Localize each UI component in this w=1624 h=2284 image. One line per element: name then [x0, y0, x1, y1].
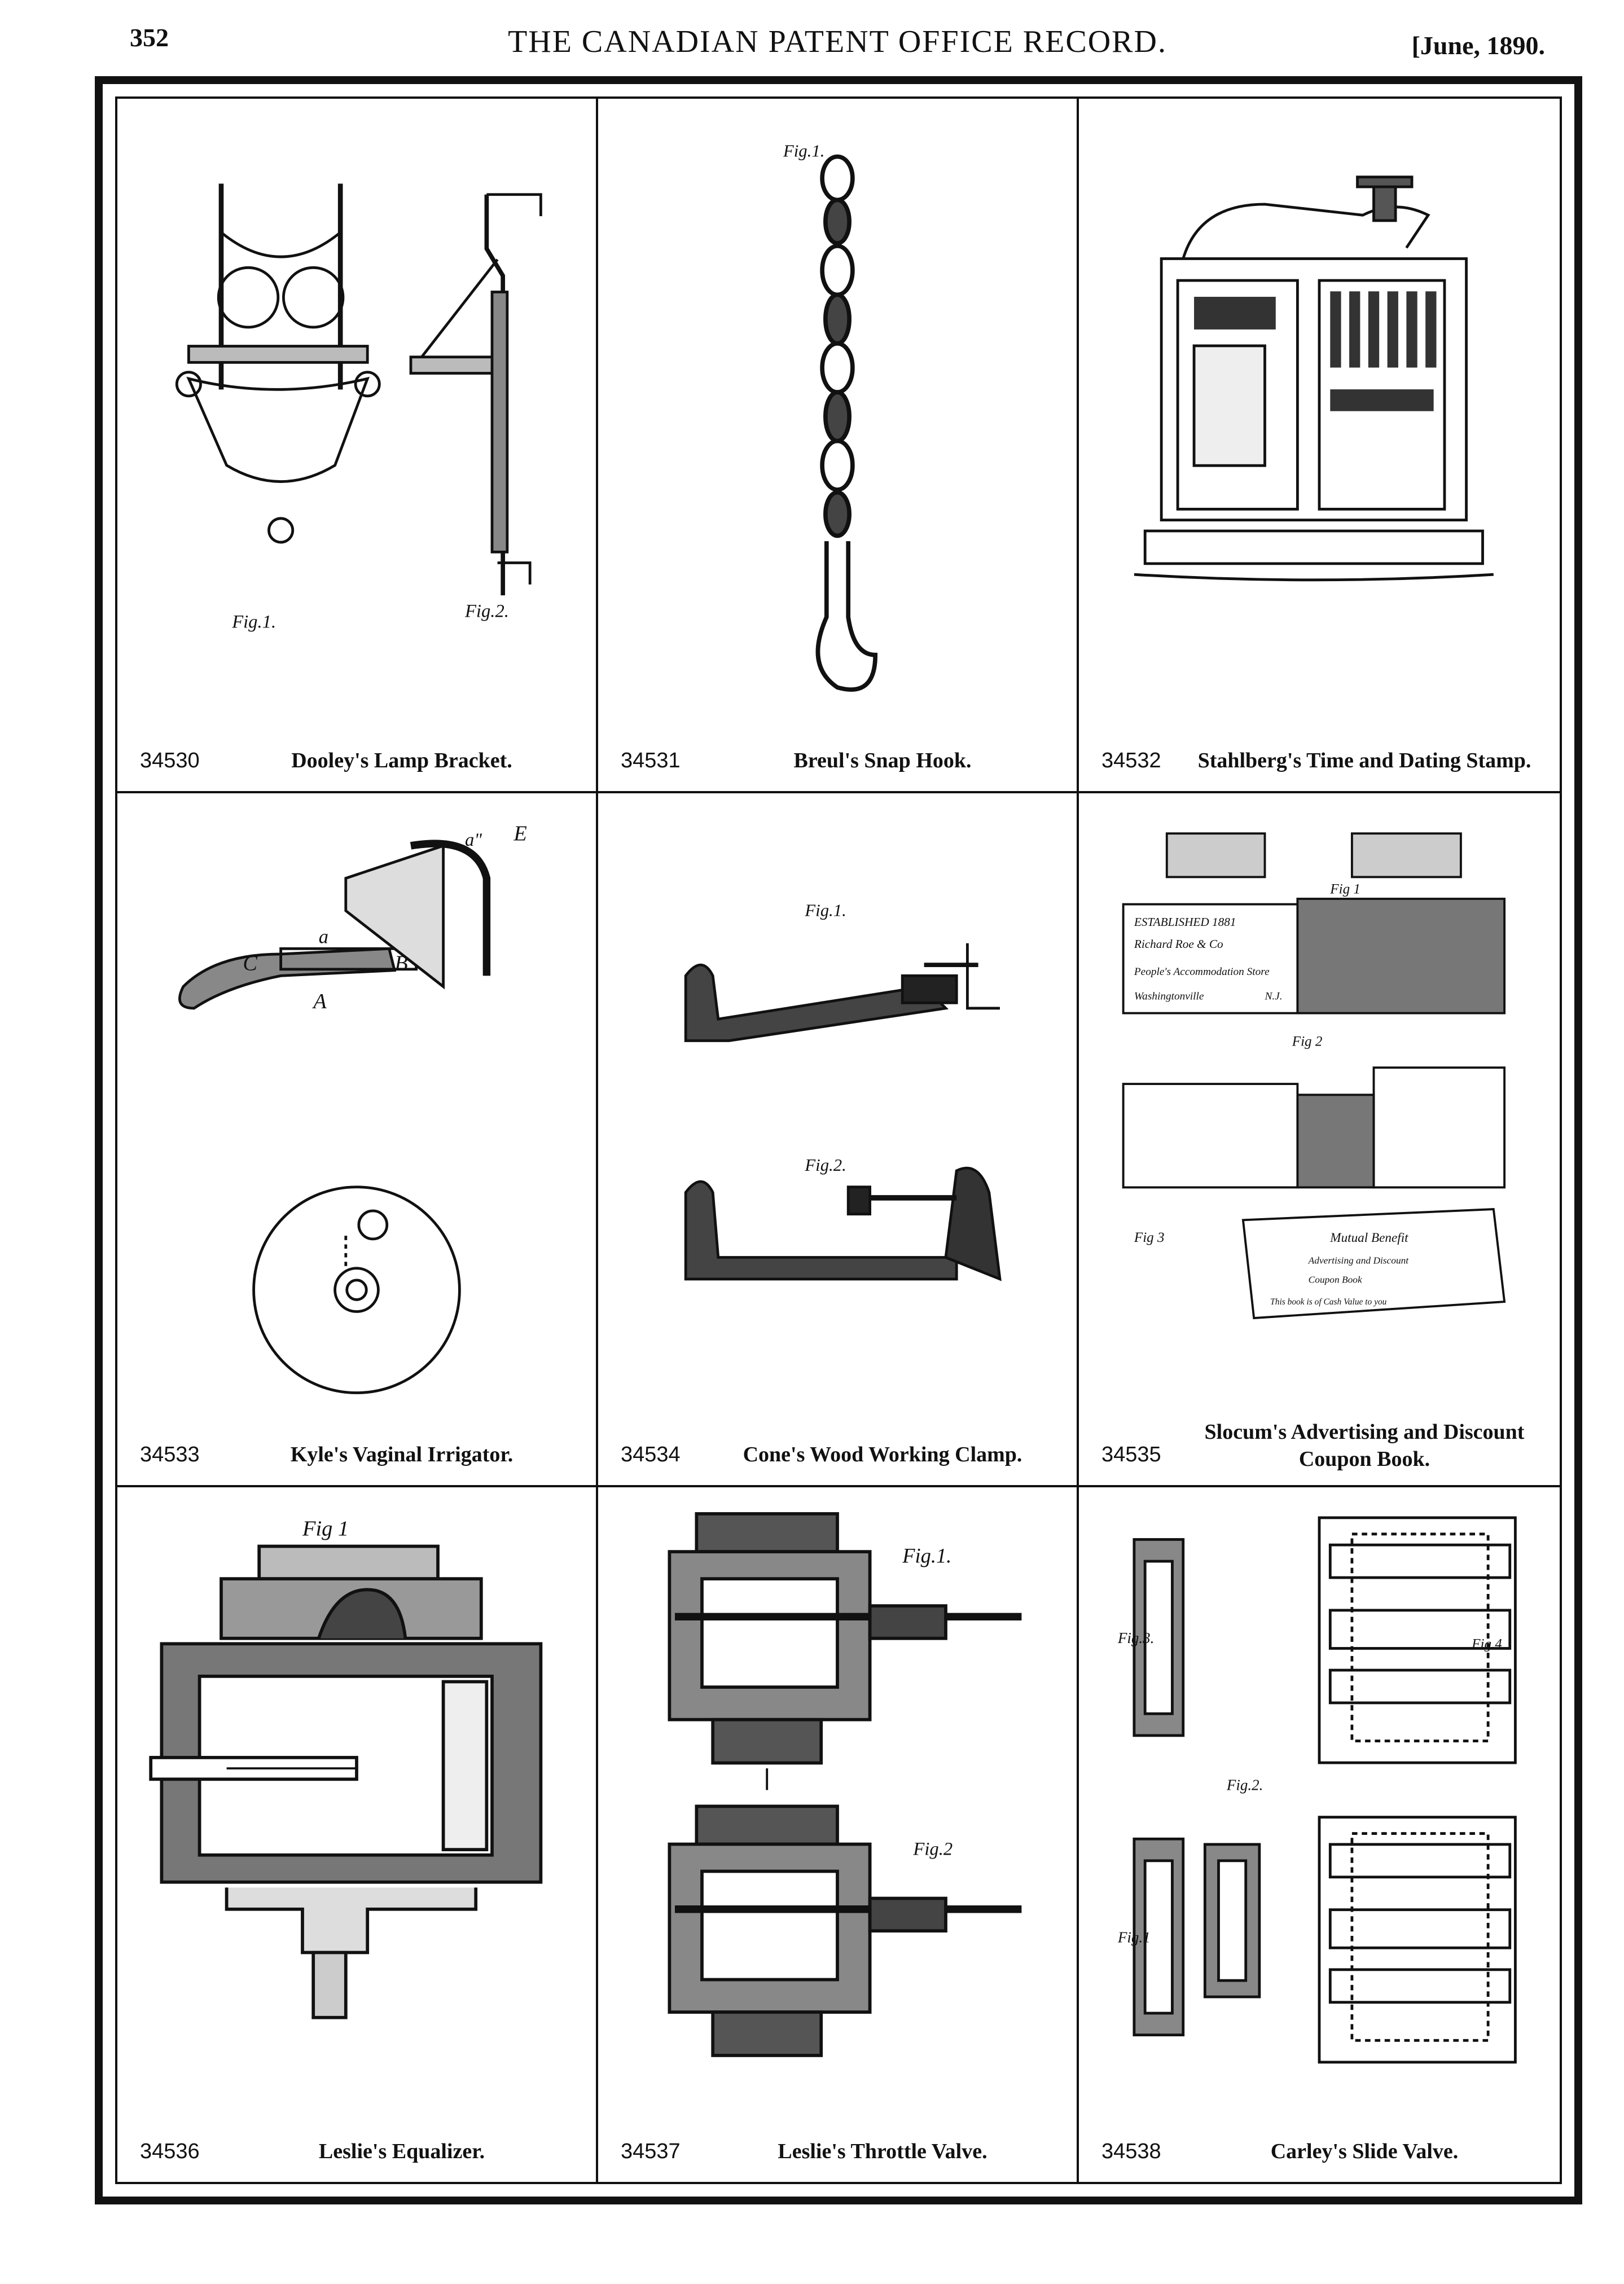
patent-title: Cone's Wood Working Clamp. — [743, 1443, 1022, 1467]
patent-number: 34534 — [621, 1443, 681, 1467]
fig-label: B — [394, 951, 407, 975]
fig-label: Fig.1 — [1117, 1929, 1151, 1946]
patent-title: Dooley's Lamp Bracket. — [291, 748, 512, 772]
patent-caption: 34531 Breul's Snap Hook. — [621, 728, 1060, 779]
plate-frame: Fig.1. Fig.2. 34530 Dooley's Lamp Bracke… — [95, 76, 1582, 2204]
fig-label: E — [513, 822, 526, 845]
patent-number: 34531 — [621, 748, 681, 772]
fig-label: Fig.2. — [1226, 1777, 1263, 1794]
patent-number: 34535 — [1101, 1443, 1161, 1467]
patent-number: 34532 — [1101, 748, 1161, 772]
irrigator-drawing: a C B A a" E — [140, 810, 573, 1412]
book-text: Advertising and Discount — [1308, 1255, 1410, 1266]
patent-number: 34537 — [621, 2139, 681, 2163]
slide-valve-drawing: Fig.3. Fig.4 Fig.1 Fig.2. — [1101, 1504, 1537, 2109]
coupon-book-drawing: Fig 1 ESTABLISHED 1881 Richard Roe & Co … — [1101, 810, 1537, 1412]
fig-label: Fig.1. — [902, 1544, 951, 1567]
patent-caption: 34535 Slocum's Advertising and Discount … — [1101, 1420, 1543, 1473]
card-text: ESTABLISHED 1881 — [1134, 915, 1236, 929]
patent-cell-34534: Fig.1. Fig.2. 34534 Cone's Wood Working … — [598, 793, 1079, 1488]
fig-label: Fig 1 — [302, 1517, 349, 1541]
publication-title: THE CANADIAN PATENT OFFICE RECORD. — [508, 24, 1167, 59]
patent-title: Slocum's Advertising and Discount Coupon… — [1204, 1420, 1525, 1472]
book-text: Mutual Benefit — [1329, 1231, 1408, 1245]
patent-cell-34537: Fig.1. Fig.2 34537 Leslie's Throttle Val… — [598, 1487, 1079, 2182]
fig-label: C — [243, 951, 257, 975]
fig-label: A — [311, 990, 327, 1013]
page-number: 352 — [130, 23, 169, 52]
patent-number: 34533 — [140, 1443, 200, 1467]
fig-label: a" — [465, 830, 482, 850]
patent-caption: 34534 Cone's Wood Working Clamp. — [621, 1422, 1060, 1473]
patent-cell-34538: Fig.3. Fig.4 Fig.1 Fig.2. 3 — [1079, 1487, 1560, 2182]
dating-stamp-drawing — [1101, 116, 1537, 718]
equalizer-drawing: Fig 1 — [140, 1504, 573, 2109]
page-header: 352 THE CANADIAN PATENT OFFICE RECORD. [… — [130, 17, 1545, 68]
patent-cell-34535: Fig 1 ESTABLISHED 1881 Richard Roe & Co … — [1079, 793, 1560, 1488]
fig-label: Fig 3 — [1134, 1230, 1165, 1245]
patent-number: 34538 — [1101, 2139, 1161, 2163]
wood-clamp-drawing: Fig.1. Fig.2. — [621, 810, 1054, 1412]
patent-cell-34531: Fig.1. 34531 Breul's Snap Hook. — [598, 99, 1079, 793]
fig-label: Fig.1. — [804, 901, 846, 920]
card-text: N.J. — [1265, 990, 1283, 1002]
patent-grid: Fig.1. Fig.2. 34530 Dooley's Lamp Bracke… — [115, 96, 1562, 2184]
patent-caption: 34538 Carley's Slide Valve. — [1101, 2119, 1543, 2169]
card-text: Washingtonville — [1134, 990, 1204, 1002]
fig-label: Fig.3. — [1117, 1629, 1155, 1646]
book-text: Coupon Book — [1309, 1274, 1362, 1285]
snap-hook-drawing: Fig.1. — [621, 116, 1054, 718]
patent-title: Breul's Snap Hook. — [793, 748, 972, 772]
lamp-bracket-drawing: Fig.1. Fig.2. — [140, 116, 573, 718]
patent-cell-34533: a C B A a" E 34533 Kyle's Vaginal Irriga… — [117, 793, 598, 1488]
patent-caption: 34537 Leslie's Throttle Valve. — [621, 2119, 1060, 2169]
fig-label: Fig.2. — [464, 601, 509, 622]
patent-caption: 34536 Leslie's Equalizer. — [140, 2119, 579, 2169]
card-text: People's Accommodation Store — [1134, 966, 1270, 978]
patent-title: Stahlberg's Time and Dating Stamp. — [1197, 748, 1531, 772]
patent-title: Leslie's Throttle Valve. — [778, 2139, 987, 2163]
fig-label: Fig.2 — [912, 1839, 953, 1860]
fig-label: a — [319, 926, 328, 947]
fig-label: Fig.1. — [231, 612, 276, 633]
patent-cell-34532: 34532 Stahlberg's Time and Dating Stamp. — [1079, 99, 1560, 793]
patent-caption: 34533 Kyle's Vaginal Irrigator. — [140, 1422, 579, 1473]
patent-title: Leslie's Equalizer. — [318, 2139, 485, 2163]
fig-label: Fig.2. — [804, 1156, 846, 1175]
book-text: This book is of Cash Value to you — [1270, 1297, 1387, 1307]
card-text: Richard Roe & Co — [1134, 937, 1223, 950]
patent-number: 34530 — [140, 748, 200, 772]
patent-cell-34536: Fig 1 34536 Leslie's Equalizer. — [117, 1487, 598, 2182]
patent-caption: 34532 Stahlberg's Time and Dating Stamp. — [1101, 728, 1543, 779]
patent-number: 34536 — [140, 2139, 200, 2163]
fig-label: Fig 1 — [1329, 881, 1360, 897]
issue-date: [June, 1890. — [1411, 31, 1545, 60]
fig-label: Fig 2 — [1292, 1034, 1323, 1049]
fig-label: Fig.1. — [783, 142, 824, 161]
throttle-valve-drawing: Fig.1. Fig.2 — [621, 1504, 1054, 2109]
patent-title: Kyle's Vaginal Irrigator. — [290, 1443, 513, 1467]
patent-cell-34530: Fig.1. Fig.2. 34530 Dooley's Lamp Bracke… — [117, 99, 598, 793]
patent-caption: 34530 Dooley's Lamp Bracket. — [140, 728, 579, 779]
patent-title: Carley's Slide Valve. — [1270, 2139, 1459, 2163]
fig-label: Fig.4 — [1471, 1637, 1502, 1652]
